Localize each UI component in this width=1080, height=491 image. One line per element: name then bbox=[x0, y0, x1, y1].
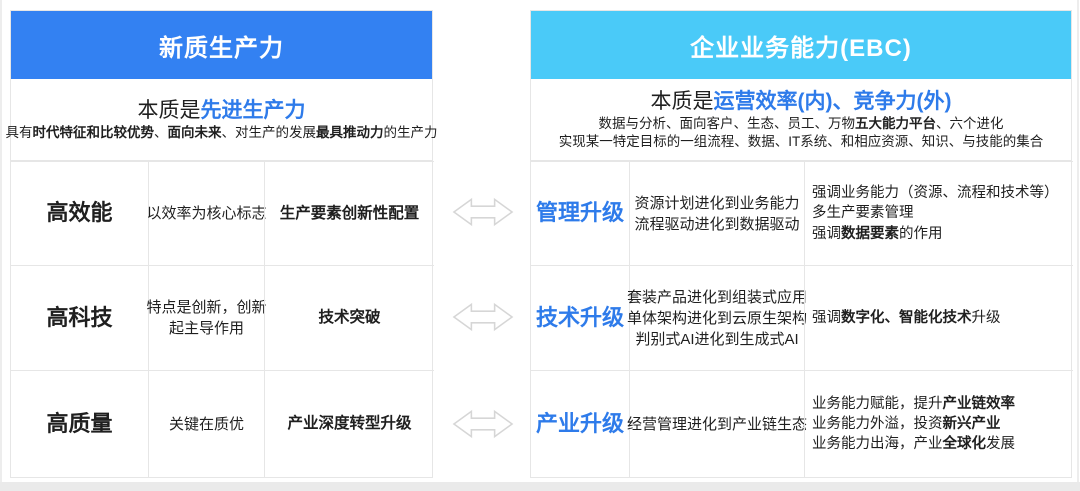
left-panel-grid: 高效能 以效率为核心标志 生产要素创新性配置 高科技 特点是创新，创新起主导作用… bbox=[11, 161, 434, 477]
left-row2-result: 技术突破 bbox=[264, 265, 434, 370]
left-row1-result: 生产要素创新性配置 bbox=[264, 161, 434, 265]
right-intro-description: 数据与分析、面向客户、生态、员工、万物五大能力平台、六个进化实现某一特定目标的一… bbox=[558, 116, 1044, 150]
left-row1-label: 高效能 bbox=[11, 161, 148, 265]
right-row3-evolution: 经营管理进化到产业链生态 bbox=[627, 370, 807, 477]
right-row1-evolution: 资源计划进化到业务能力流程驱动进化到数据驱动 bbox=[629, 161, 804, 265]
left-intro-description: 具有时代特征和比较优势、面向未来、对生产的发展最具推动力的生产力 bbox=[5, 125, 438, 141]
double-arrow-icon bbox=[452, 407, 514, 441]
right-row2-emphasis: 强调数字化、智能化技术升级 bbox=[804, 265, 1073, 370]
right-row2-label: 技术升级 bbox=[531, 265, 629, 370]
canvas-right-edge bbox=[1077, 0, 1079, 491]
right-panel-ebc: 企业业务能力(EBC) 本质是运营效率(内)、竞争力(外) 数据与分析、面向客户… bbox=[530, 10, 1073, 478]
right-intro-essence: 本质是运营效率(内)、竞争力(外) bbox=[650, 90, 952, 114]
right-row1-label: 管理升级 bbox=[531, 161, 629, 265]
left-intro-essence: 本质是先进生产力 bbox=[137, 98, 306, 122]
left-row2-label: 高科技 bbox=[11, 265, 148, 370]
right-row2-evolution: 套装产品进化到组装式应用单体架构进化到云原生架构判别式AI进化到生成式AI bbox=[627, 265, 807, 370]
left-row3-label: 高质量 bbox=[11, 370, 148, 477]
right-panel-title: 企业业务能力(EBC) bbox=[531, 11, 1071, 79]
left-row3-desc: 关键在质优 bbox=[148, 370, 264, 477]
left-row3-result: 产业深度转型升级 bbox=[264, 370, 434, 477]
right-row3-emphasis: 业务能力赋能，提升产业链效率业务能力外溢，投资新兴产业业务能力出海，产业全球化发… bbox=[804, 370, 1073, 477]
canvas-left-edge bbox=[0, 0, 2, 491]
double-arrow-icon bbox=[452, 300, 514, 334]
double-arrow-icon bbox=[452, 195, 514, 229]
left-row2-desc: 特点是创新，创新起主导作用 bbox=[147, 265, 267, 370]
right-panel-grid: 管理升级 资源计划进化到业务能力流程驱动进化到数据驱动 强调业务能力（资源、流程… bbox=[531, 161, 1073, 477]
left-row1-desc: 以效率为核心标志 bbox=[147, 161, 267, 265]
canvas-bottom-strip bbox=[0, 482, 1080, 491]
right-row1-emphasis: 强调业务能力（资源、流程和技术等）多生产要素管理强调数据要素的作用 bbox=[804, 161, 1073, 265]
left-panel-title: 新质生产力 bbox=[11, 11, 432, 79]
left-panel-new-quality-productivity: 新质生产力 本质是先进生产力 具有时代特征和比较优势、面向未来、对生产的发展最具… bbox=[6, 10, 438, 478]
right-panel-intro: 本质是运营效率(内)、竞争力(外) 数据与分析、面向客户、生态、员工、万物五大能… bbox=[531, 79, 1071, 161]
right-row3-label: 产业升级 bbox=[531, 370, 629, 477]
left-panel-intro: 本质是先进生产力 具有时代特征和比较优势、面向未来、对生产的发展最具推动力的生产… bbox=[6, 79, 438, 161]
